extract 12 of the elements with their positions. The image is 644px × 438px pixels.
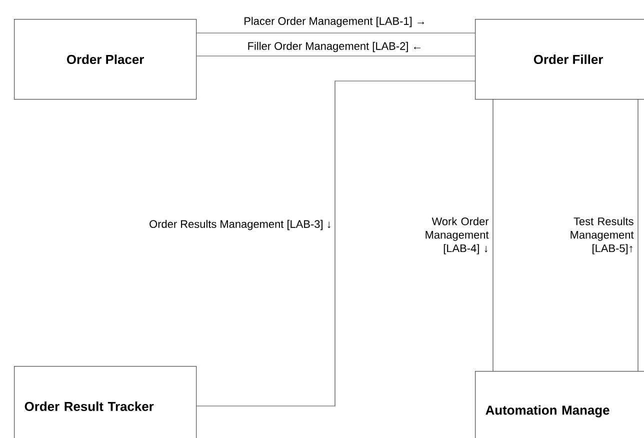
process-box: Automation Manage xyxy=(475,371,644,438)
edge-label: Order Results Management [LAB-3] ↓ xyxy=(148,218,333,232)
edge-label: Test Results Management [LAB-5]↑ xyxy=(560,216,635,256)
process-box: Order Placer xyxy=(14,19,197,100)
process-box: Order Filler xyxy=(475,19,644,100)
process-box: Order Result Tracker xyxy=(14,366,197,438)
edge-label: Placer Order Management [LAB-1] → xyxy=(242,16,428,28)
connector-line xyxy=(492,99,494,372)
edge-label: Filler Order Management [LAB-2] ← xyxy=(246,40,424,54)
connector-line xyxy=(196,80,476,406)
connector-line xyxy=(196,32,476,34)
edge-label: Work Order Management [LAB-4] ↓ xyxy=(416,216,490,256)
